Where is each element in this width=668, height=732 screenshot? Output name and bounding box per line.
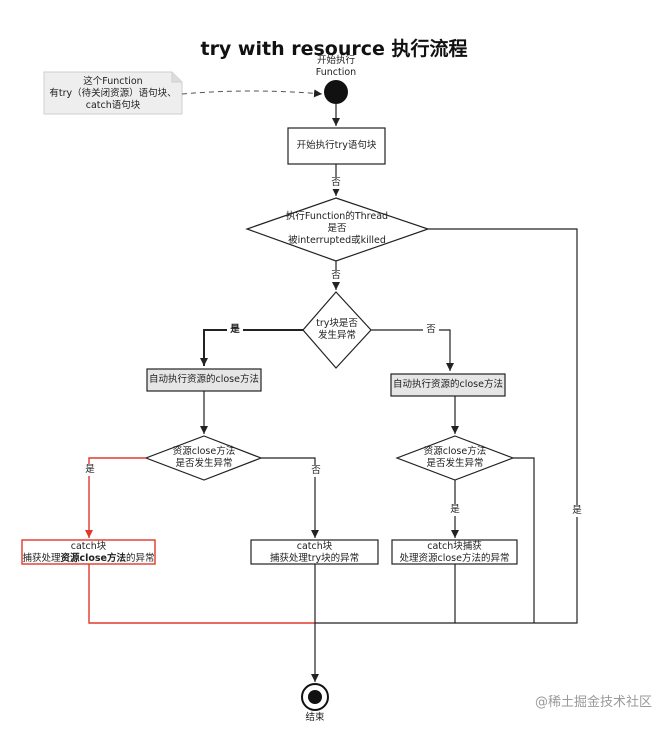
catch-a-text-bold: 资源close方法: [60, 553, 126, 564]
note-line-1: 这个Function: [83, 76, 143, 87]
start-node: [324, 80, 348, 104]
catch-a-text-post: 的异常: [126, 553, 155, 564]
edge-label-no-close-left: 否: [308, 465, 324, 477]
auto-close-label-left: 自动执行资源的close方法: [149, 374, 259, 385]
edge-label-yes-close-right: 是: [447, 504, 463, 516]
comment-note: [43, 71, 183, 115]
thread-decision-line-2: 是否: [327, 223, 347, 234]
catch-box-try-exception-text: catch块 捕获处理try块的异常: [251, 541, 378, 565]
start-label: 开始执行 Function: [296, 55, 376, 79]
auto-close-label-right: 自动执行资源的close方法: [393, 379, 503, 390]
start-label-line-1: 开始执行: [316, 55, 355, 66]
catch-a-text-pre: 捕获处理: [22, 553, 61, 564]
close-exception-decision-left: [144, 435, 263, 481]
diagram-title: try with resource 执行流程: [200, 38, 468, 60]
catch-c-line-2: 处理资源close方法的异常: [399, 553, 510, 564]
catch-box-close-exception-right-text: catch块捕获 处理资源close方法的异常: [392, 541, 517, 565]
edge-label-yes-left: 是: [227, 324, 243, 336]
try-decision-line-2: 发生异常: [317, 330, 356, 341]
edge-label-yes-close-left: 是: [82, 464, 98, 476]
comment-note-text: 这个Function 有try（待关闭资源）语句块、 catch语句块: [44, 76, 182, 112]
catch-box-close-exception: [21, 539, 156, 565]
note-line-2: 有try（待关闭资源）语句块、: [49, 88, 177, 99]
try-block-label: 开始执行try语句块: [296, 140, 377, 151]
catch-a-line-1: catch块: [70, 541, 107, 552]
watermark: @稀土掘金技术社区: [534, 695, 652, 710]
start-label-line-2: Function: [315, 67, 357, 78]
close-decision-label-left: 资源close方法 是否发生异常: [160, 446, 248, 470]
note-connector: [181, 89, 323, 98]
auto-close-box-right: [390, 373, 506, 397]
try-decision-label: try块是否 发生异常: [306, 318, 368, 342]
catch-box-try-exception: [250, 539, 379, 565]
catch-b-line-2: 捕获处理try块的异常: [269, 553, 360, 564]
note-line-3: catch语句块: [85, 100, 141, 111]
try-exception-decision: [302, 291, 372, 369]
close-decision-left-line-1: 资源close方法: [172, 446, 236, 457]
edge-label-no-1: 否: [328, 177, 344, 189]
thread-decision-label: 执行Function的Thread 是否 被interrupted或killed: [262, 211, 412, 247]
catch-a-line-2: 捕获处理资源close方法的异常: [22, 553, 155, 565]
edge-label-no-right: 否: [423, 324, 439, 336]
close-decision-right-line-1: 资源close方法: [423, 446, 487, 457]
catch-box-close-exception-text: catch块 捕获处理资源close方法的异常: [22, 541, 155, 565]
end-label: 结束: [305, 712, 325, 723]
edge-label-no-2: 否: [328, 270, 344, 282]
close-decision-label-right: 资源close方法 是否发生异常: [411, 446, 499, 470]
thread-decision-line-1: 执行Function的Thread: [285, 211, 389, 222]
thread-decision-line-3: 被interrupted或killed: [288, 235, 386, 246]
close-decision-left-line-2: 是否发生异常: [175, 458, 233, 469]
close-decision-right-line-2: 是否发生异常: [426, 458, 484, 469]
try-decision-line-1: try块是否: [316, 318, 358, 329]
catch-c-line-1: catch块捕获: [427, 541, 482, 552]
catch-b-line-1: catch块: [296, 541, 333, 552]
edge-label-yes-thread: 是: [569, 505, 585, 517]
